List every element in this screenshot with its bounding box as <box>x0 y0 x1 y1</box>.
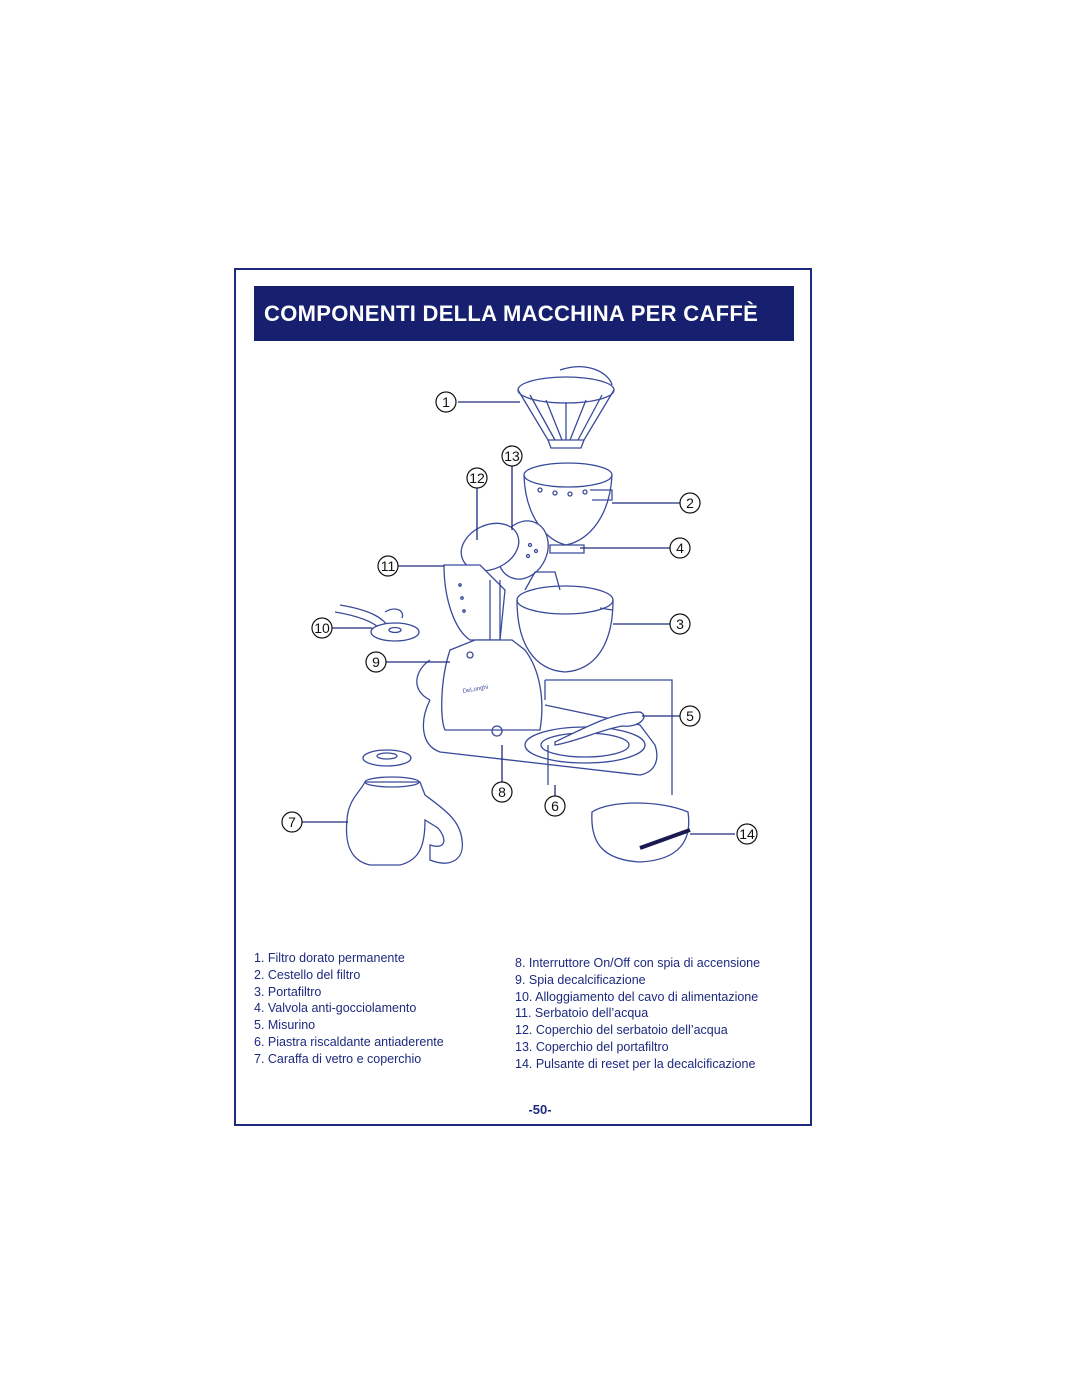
callout-4-label: 4 <box>676 540 684 556</box>
legend-item: 11. Serbatoio dell’acqua <box>515 1006 649 1021</box>
legend-item: 8. Interruttore On/Off con spia di accen… <box>515 956 761 970</box>
callout-6: 6 <box>544 795 566 817</box>
callout-5-label: 5 <box>686 708 694 724</box>
callout-3: 3 <box>669 613 691 635</box>
callout-12: 12 <box>466 467 488 489</box>
callout-7-label: 7 <box>288 814 296 830</box>
callout-13: 13 <box>501 445 523 467</box>
callout-3-label: 3 <box>676 616 684 632</box>
legend-item: 12. Coperchio del serbatoio dell’acqua <box>515 1023 728 1038</box>
legend-left: 1. Filtro dorato permanente 2. Cestello … <box>254 950 444 1068</box>
page-title: COMPONENTI DELLA MACCHINA PER CAFFÈ <box>264 300 759 326</box>
legend-item: 5. Misurino <box>254 1018 316 1033</box>
legend-item: 2. Cestello del filtro <box>254 967 361 982</box>
callout-14: 14 <box>736 823 758 845</box>
callout-1: 1 <box>435 391 457 413</box>
callouts: 1 13 12 2 4 11 10 3 9 5 8 6 7 14 <box>281 391 758 845</box>
callout-13-label: 13 <box>504 448 520 464</box>
callout-9-label: 9 <box>372 654 380 670</box>
callout-9: 9 <box>365 651 387 673</box>
water-tank-drawing <box>443 564 506 641</box>
page-frame <box>234 268 812 1126</box>
legend-item: 14. Pulsante di reset per la decalcifica… <box>515 1056 756 1071</box>
callout-5: 5 <box>679 705 701 727</box>
carafe-drawing <box>345 749 463 866</box>
machine-body-drawing <box>441 639 673 795</box>
callout-4: 4 <box>669 537 691 559</box>
legend-item: 10. Alloggiamento del cavo di alimentazi… <box>515 989 759 1004</box>
callout-8-label: 8 <box>498 784 506 800</box>
decalc-reset-drawing <box>591 802 691 863</box>
callout-2-label: 2 <box>686 495 694 511</box>
cord-storage-drawing <box>370 608 420 642</box>
legend-item: 4. Valvola anti-gocciolamento <box>254 1001 417 1016</box>
callout-1-label: 1 <box>442 394 450 410</box>
machine-brand-label: DeLonghi <box>462 685 488 695</box>
callout-10: 10 <box>311 617 333 639</box>
title-bar: COMPONENTI DELLA MACCHINA PER CAFFÈ <box>254 286 794 341</box>
callout-11: 11 <box>377 555 399 577</box>
legend-right: 8. Interruttore On/Off con spia di accen… <box>515 955 760 1073</box>
callout-2: 2 <box>679 492 701 514</box>
callout-12-label: 12 <box>469 470 485 486</box>
callout-6-label: 6 <box>551 798 559 814</box>
legend-item: 1. Filtro dorato permanente <box>254 951 405 965</box>
legend-item: 3. Portafiltro <box>254 984 322 999</box>
power-cord-drawing <box>334 604 431 701</box>
measuring-spoon-drawing <box>554 711 645 746</box>
callout-10-label: 10 <box>314 620 330 636</box>
callout-11-label: 11 <box>381 558 396 574</box>
callout-leaders <box>302 401 735 835</box>
callout-14-label: 14 <box>739 826 755 842</box>
legend-item: 13. Coperchio del portafiltro <box>515 1039 669 1054</box>
legend-item: 9. Spia decalcificazione <box>515 972 646 987</box>
legend-item: 6. Piastra riscaldante antiaderente <box>254 1034 444 1049</box>
legend-item: 7. Caraffa di vetro e coperchio <box>254 1051 422 1066</box>
water-tank-lid-drawing <box>460 522 520 572</box>
gold-filter-drawing <box>517 366 615 449</box>
page-number: -50- <box>528 1102 552 1117</box>
filter-basket-drawing <box>523 462 613 554</box>
callout-7: 7 <box>281 811 303 833</box>
callout-8: 8 <box>491 781 513 803</box>
portafilter-drawing <box>516 571 614 673</box>
